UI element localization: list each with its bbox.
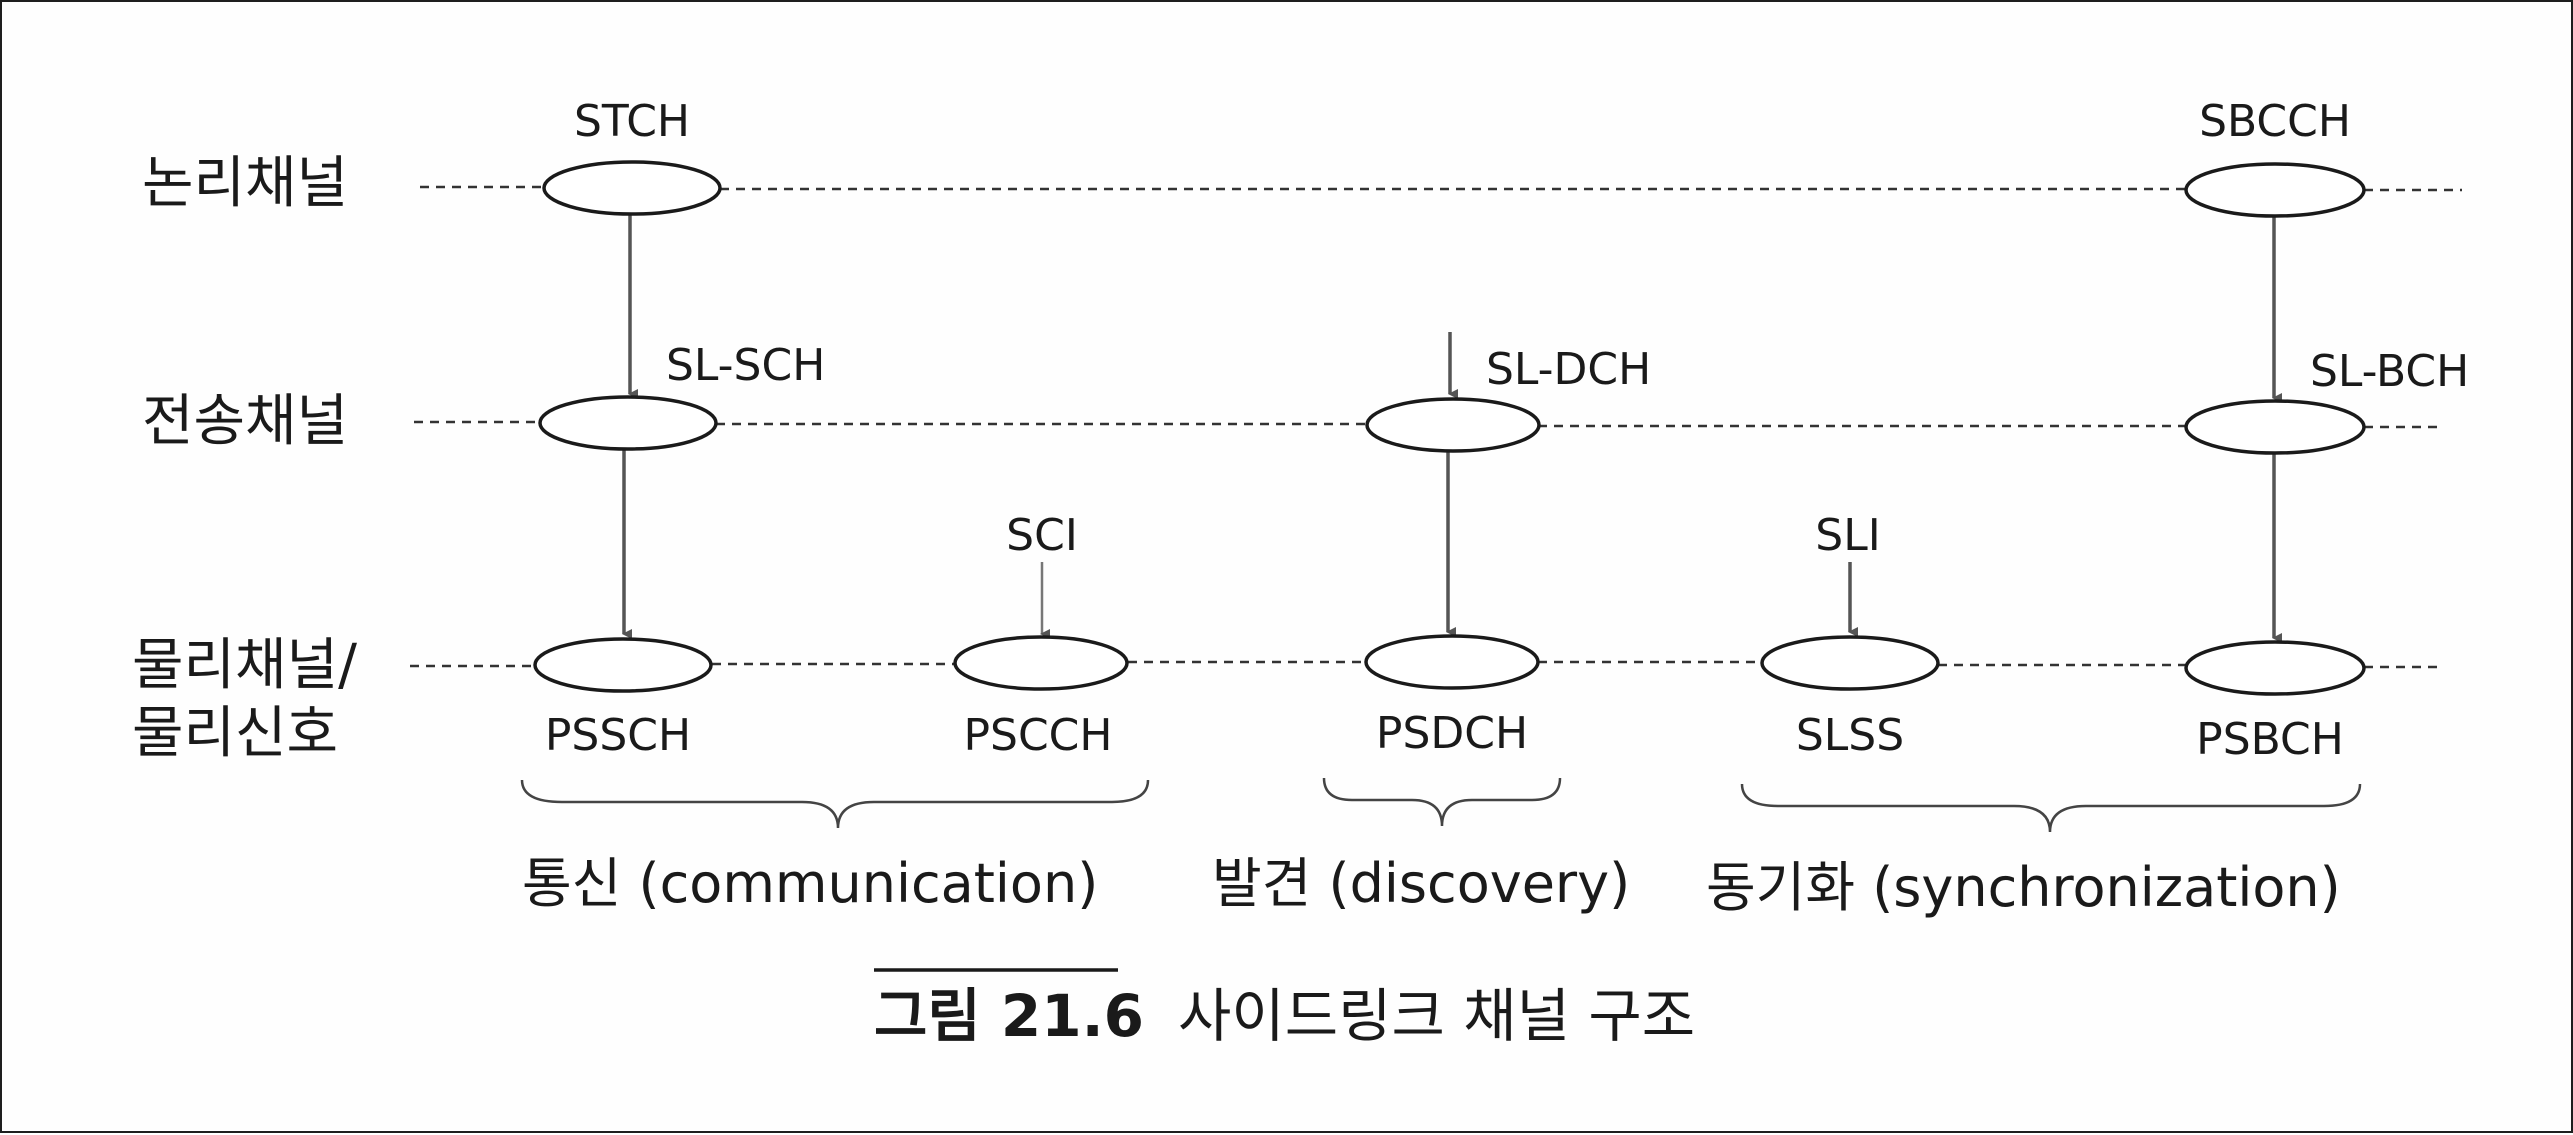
brace-synchronization bbox=[1740, 783, 2362, 833]
sl-dch-label: SL-DCH bbox=[1486, 344, 1651, 395]
group-label-synchronization: 동기화 (synchronization) bbox=[1706, 856, 2341, 919]
sli-label: SLI bbox=[1815, 510, 1880, 561]
psdch-node bbox=[1364, 634, 1540, 690]
sl-sch-node bbox=[538, 395, 718, 451]
psdch-label: PSDCH bbox=[1376, 708, 1528, 759]
stch-node bbox=[542, 160, 722, 216]
row-label-physical-2: 물리신호 bbox=[132, 701, 338, 766]
group-label-discovery: 발견 (discovery) bbox=[1212, 852, 1630, 915]
row-label-logical: 논리채널 bbox=[142, 151, 348, 216]
caption-number: 그림 21.6 bbox=[874, 982, 1144, 1050]
stch-label: STCH bbox=[574, 96, 690, 147]
sl-dch-node bbox=[1365, 397, 1541, 453]
pscch-node bbox=[953, 635, 1129, 691]
row-line-transport bbox=[414, 420, 2438, 429]
row-label-transport: 전송채널 bbox=[142, 389, 348, 454]
row-line-physical bbox=[410, 660, 2442, 669]
sl-bch-label: SL-BCH bbox=[2310, 346, 2469, 397]
pssch-node bbox=[533, 637, 713, 693]
slss-node bbox=[1760, 635, 1940, 691]
pssch-label: PSSCH bbox=[545, 710, 691, 761]
sl-bch-node bbox=[2184, 399, 2366, 455]
psbch-label: PSBCH bbox=[2196, 714, 2344, 765]
sci-label: SCI bbox=[1006, 510, 1078, 561]
sbcch-node bbox=[2184, 162, 2366, 218]
psbch-node bbox=[2184, 640, 2366, 696]
brace-discovery bbox=[1322, 777, 1562, 827]
caption-title: 사이드링크 채널 구조 bbox=[1178, 982, 1695, 1050]
pscch-label: PSCCH bbox=[964, 710, 1113, 761]
brace-communication bbox=[520, 779, 1150, 829]
slss-label: SLSS bbox=[1796, 710, 1904, 761]
row-label-physical-1: 물리채널/ bbox=[132, 633, 357, 698]
row-line-logical bbox=[420, 185, 2462, 192]
group-label-communication: 통신 (communication) bbox=[522, 852, 1098, 915]
sbcch-label: SBCCH bbox=[2199, 96, 2351, 147]
sl-sch-label: SL-SCH bbox=[666, 340, 825, 391]
